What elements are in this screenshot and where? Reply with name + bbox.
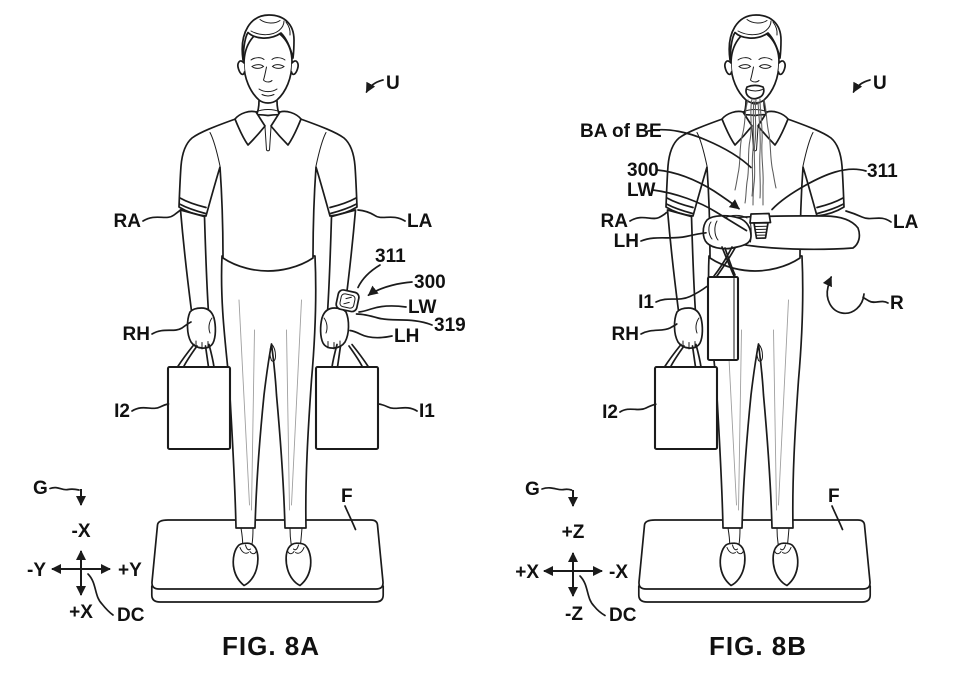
fig8b-leader-lines [541,79,892,617]
fig8b-label-right-arm: RA [601,211,629,232]
fig8a-label-item2: I2 [114,401,130,422]
fig8a-label-floor: F [341,486,353,507]
fig8b-axis-down-label: -Z [565,604,583,625]
fig8a: U RA LA 311 300 LW 319 LH RH I2 I1 G F -… [27,15,466,661]
raised-forearm [702,214,861,251]
fig8b-label-right-hand: RH [612,324,639,345]
fig8a-axis-right-label: +Y [118,560,142,581]
left-fist [702,214,752,250]
watch-band [753,221,769,240]
fig8a-axis-down-label: +X [69,602,93,623]
fig8a-label-device-coords: DC [117,605,145,626]
fig8b-label-display-311: 311 [867,161,898,182]
fig8a-label-left-arm: LA [407,211,433,232]
fig8a-leader-lines [49,79,433,616]
fig8b-axis-left-label: +X [515,562,539,583]
fig8a-label-left-wrist: LW [408,297,437,318]
fig8b-label-user: U [873,73,887,94]
fig8b-label-gravity: G [525,479,540,500]
fig8b-label-breath-air: BA of BE [580,121,662,142]
fig8a-label-strap-319: 319 [434,315,466,336]
fig8a-axis-left-label: -Y [27,560,46,581]
fig8b-axis-right-label: -X [609,562,628,583]
fig8a-label-right-arm: RA [114,211,142,232]
fig8a-label-right-hand: RH [123,324,150,345]
fig8b-label-device-coords: DC [609,605,637,626]
fig8b-label-item1: I1 [638,292,654,313]
fig8b-axis-cross [543,552,603,597]
fig8b-label-device-300: 300 [627,160,659,181]
fig8b: U BA of BE 300 LW RA LH 311 LA R I1 RH I… [515,15,919,661]
fig8b-label-left-arm: LA [893,212,919,233]
fig8b-axis-up-label: +Z [562,522,585,543]
fig8a-axis-cross [51,550,111,596]
fig8b-label-item2: I2 [602,402,618,423]
fig8b-label-rotation: R [890,293,904,314]
fig8a-label-display-311: 311 [375,246,406,267]
shopping-bag-i1 [314,343,380,451]
fig8a-label-left-hand: LH [394,326,419,347]
fig8b-label-floor: F [828,486,840,507]
shopping-bag-i1 [706,246,740,362]
fig8a-label-gravity: G [33,478,48,499]
fig8a-label-item1: I1 [419,401,435,422]
mouth-smile [258,88,278,97]
fig8a-caption: FIG. 8A [222,631,320,661]
breath-lines [734,98,777,206]
fig8b-label-left-hand: LH [614,231,639,252]
fig8a-label-user: U [386,73,400,94]
fig8b-label-left-wrist: LW [627,180,656,201]
fig8b-caption: FIG. 8B [709,631,807,661]
smartwatch [749,212,772,240]
fig8a-axis-up-label: -X [72,521,91,542]
smartwatch [335,289,360,313]
fig8a-label-device-300: 300 [414,272,446,293]
